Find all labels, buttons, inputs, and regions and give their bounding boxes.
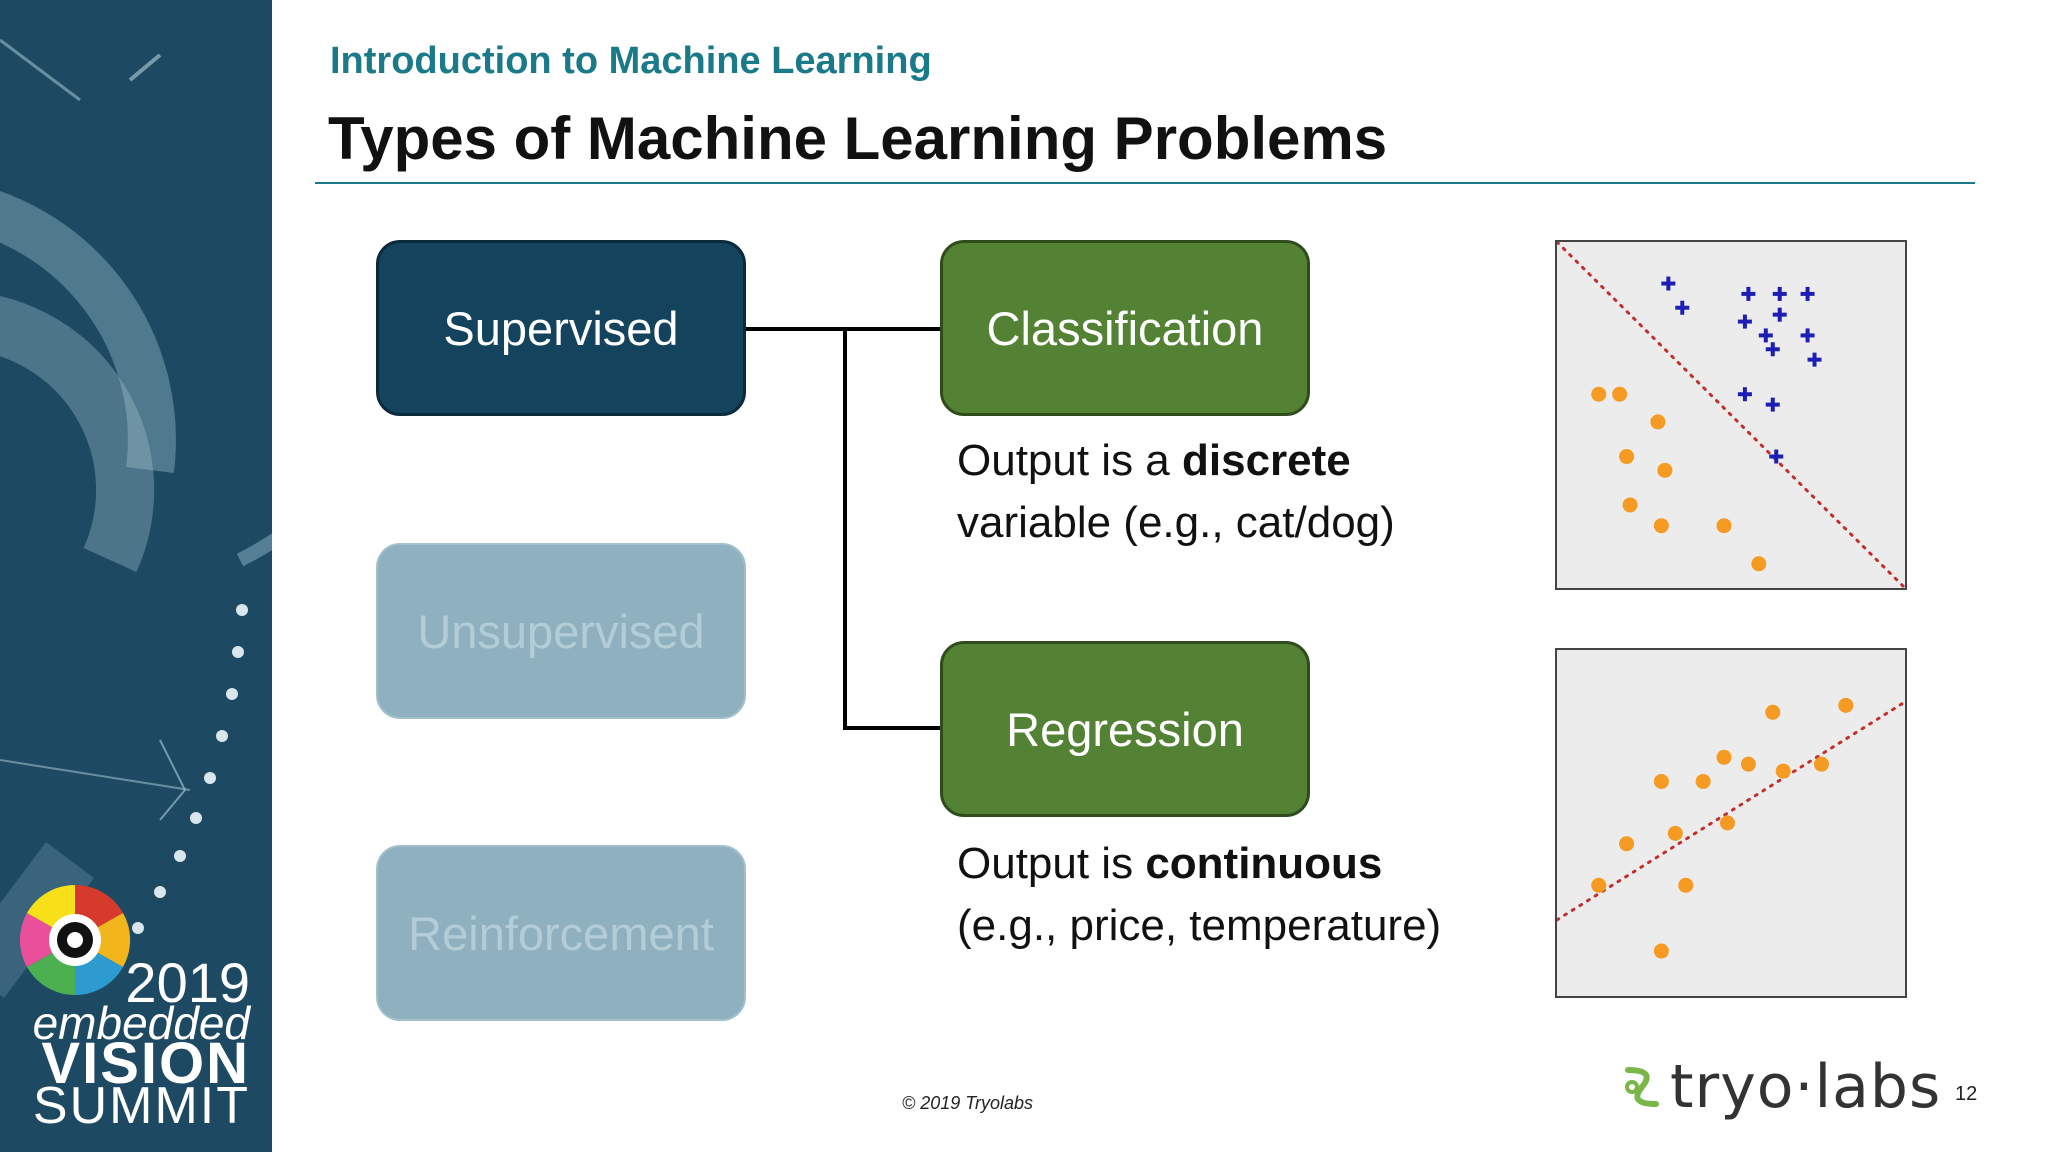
regression-point — [1678, 877, 1694, 893]
class-circle-point — [1650, 414, 1666, 430]
regression-point — [1838, 697, 1854, 713]
regression-point — [1775, 763, 1791, 779]
regression-plot — [1555, 648, 1907, 998]
decision-boundary — [1555, 240, 1907, 590]
tryolabs-logo-icon — [1625, 1067, 1659, 1107]
regression-point — [1765, 704, 1781, 720]
class-circle-point — [1716, 518, 1732, 534]
regression-desc-bold: continuous — [1145, 839, 1383, 888]
classification-description: Output is a discrete variable (e.g., cat… — [957, 430, 1395, 554]
brand-text: tryo·labs — [1670, 1052, 1942, 1122]
class-plus-point — [1772, 307, 1787, 322]
regression-point — [1653, 943, 1669, 959]
reinforcement-box: Reinforcement — [376, 845, 746, 1021]
regression-fit-line — [1555, 700, 1907, 922]
supervised-label: Supervised — [443, 301, 679, 355]
regression-point — [1720, 815, 1736, 831]
class-circle-point — [1657, 462, 1673, 478]
classification-box: Classification — [940, 240, 1310, 416]
title-divider — [315, 182, 1975, 184]
regression-point — [1813, 756, 1829, 772]
class-plus-point — [1675, 300, 1690, 315]
logo-vision: VISION — [41, 1031, 250, 1096]
class-circle-point — [1619, 449, 1635, 465]
brand-logo: tryo·labs — [1622, 1052, 1941, 1122]
class-circle-point — [1653, 518, 1669, 534]
logo-embedded: embedded — [32, 997, 250, 1049]
regression-point — [1591, 877, 1607, 893]
regression-point — [1740, 756, 1756, 772]
reinforcement-label: Reinforcement — [408, 906, 714, 960]
regression-box: Regression — [940, 641, 1310, 817]
class-circle-point — [1591, 386, 1607, 402]
connector-horizontal-bottom — [843, 726, 940, 730]
regression-point — [1667, 825, 1683, 841]
class-plus-point — [1661, 276, 1676, 291]
classification-desc-bold: discrete — [1182, 436, 1351, 485]
class-plus-point — [1737, 314, 1752, 329]
class-plus-point — [1741, 286, 1756, 301]
class-circle-point — [1751, 556, 1767, 572]
slide-title: Types of Machine Learning Problems — [328, 105, 1388, 172]
class-plus-point — [1769, 449, 1784, 464]
classification-desc-line2: variable (e.g., cat/dog) — [957, 498, 1395, 547]
unsupervised-label: Unsupervised — [417, 604, 705, 658]
classification-plot — [1555, 240, 1907, 590]
summit-logo-icon — [19, 884, 131, 996]
class-circle-point — [1622, 497, 1638, 513]
connector-vertical — [843, 327, 847, 730]
classification-label: Classification — [986, 301, 1264, 355]
class-plus-point — [1765, 397, 1780, 412]
class-circle-point — [1612, 386, 1628, 402]
event-sidebar: 2019 embedded VISION SUMMIT — [0, 0, 272, 1152]
slide-subtitle: Introduction to Machine Learning — [330, 40, 932, 82]
regression-point — [1619, 836, 1635, 852]
page-number: 12 — [1955, 1083, 1978, 1105]
unsupervised-box: Unsupervised — [376, 543, 746, 719]
copyright-notice: © 2019 Tryolabs — [902, 1093, 1033, 1113]
logo-summit: SUMMIT — [32, 1077, 250, 1135]
classification-plot-svg — [1555, 240, 1907, 590]
class-plus-point — [1772, 286, 1787, 301]
class-plus-point — [1800, 328, 1815, 343]
classification-desc-prefix: Output is a — [957, 436, 1183, 485]
class-plus-point — [1765, 342, 1780, 357]
regression-plot-svg — [1555, 697, 1907, 959]
regression-desc-line2: (e.g., price, temperature) — [957, 901, 1442, 950]
regression-point — [1716, 749, 1732, 765]
regression-point — [1653, 773, 1669, 789]
class-plus-point — [1737, 387, 1752, 402]
supervised-box: Supervised — [376, 240, 746, 416]
logo-year: 2019 — [125, 951, 250, 1014]
sidebar-decoration — [0, 38, 272, 998]
class-plus-point — [1807, 352, 1822, 367]
class-plus-point — [1800, 286, 1815, 301]
class-plus-point — [1758, 328, 1773, 343]
regression-label: Regression — [1006, 702, 1244, 756]
regression-description: Output is continuous (e.g., price, tempe… — [957, 833, 1441, 957]
regression-desc-prefix: Output is — [957, 839, 1146, 888]
regression-point — [1695, 773, 1711, 789]
